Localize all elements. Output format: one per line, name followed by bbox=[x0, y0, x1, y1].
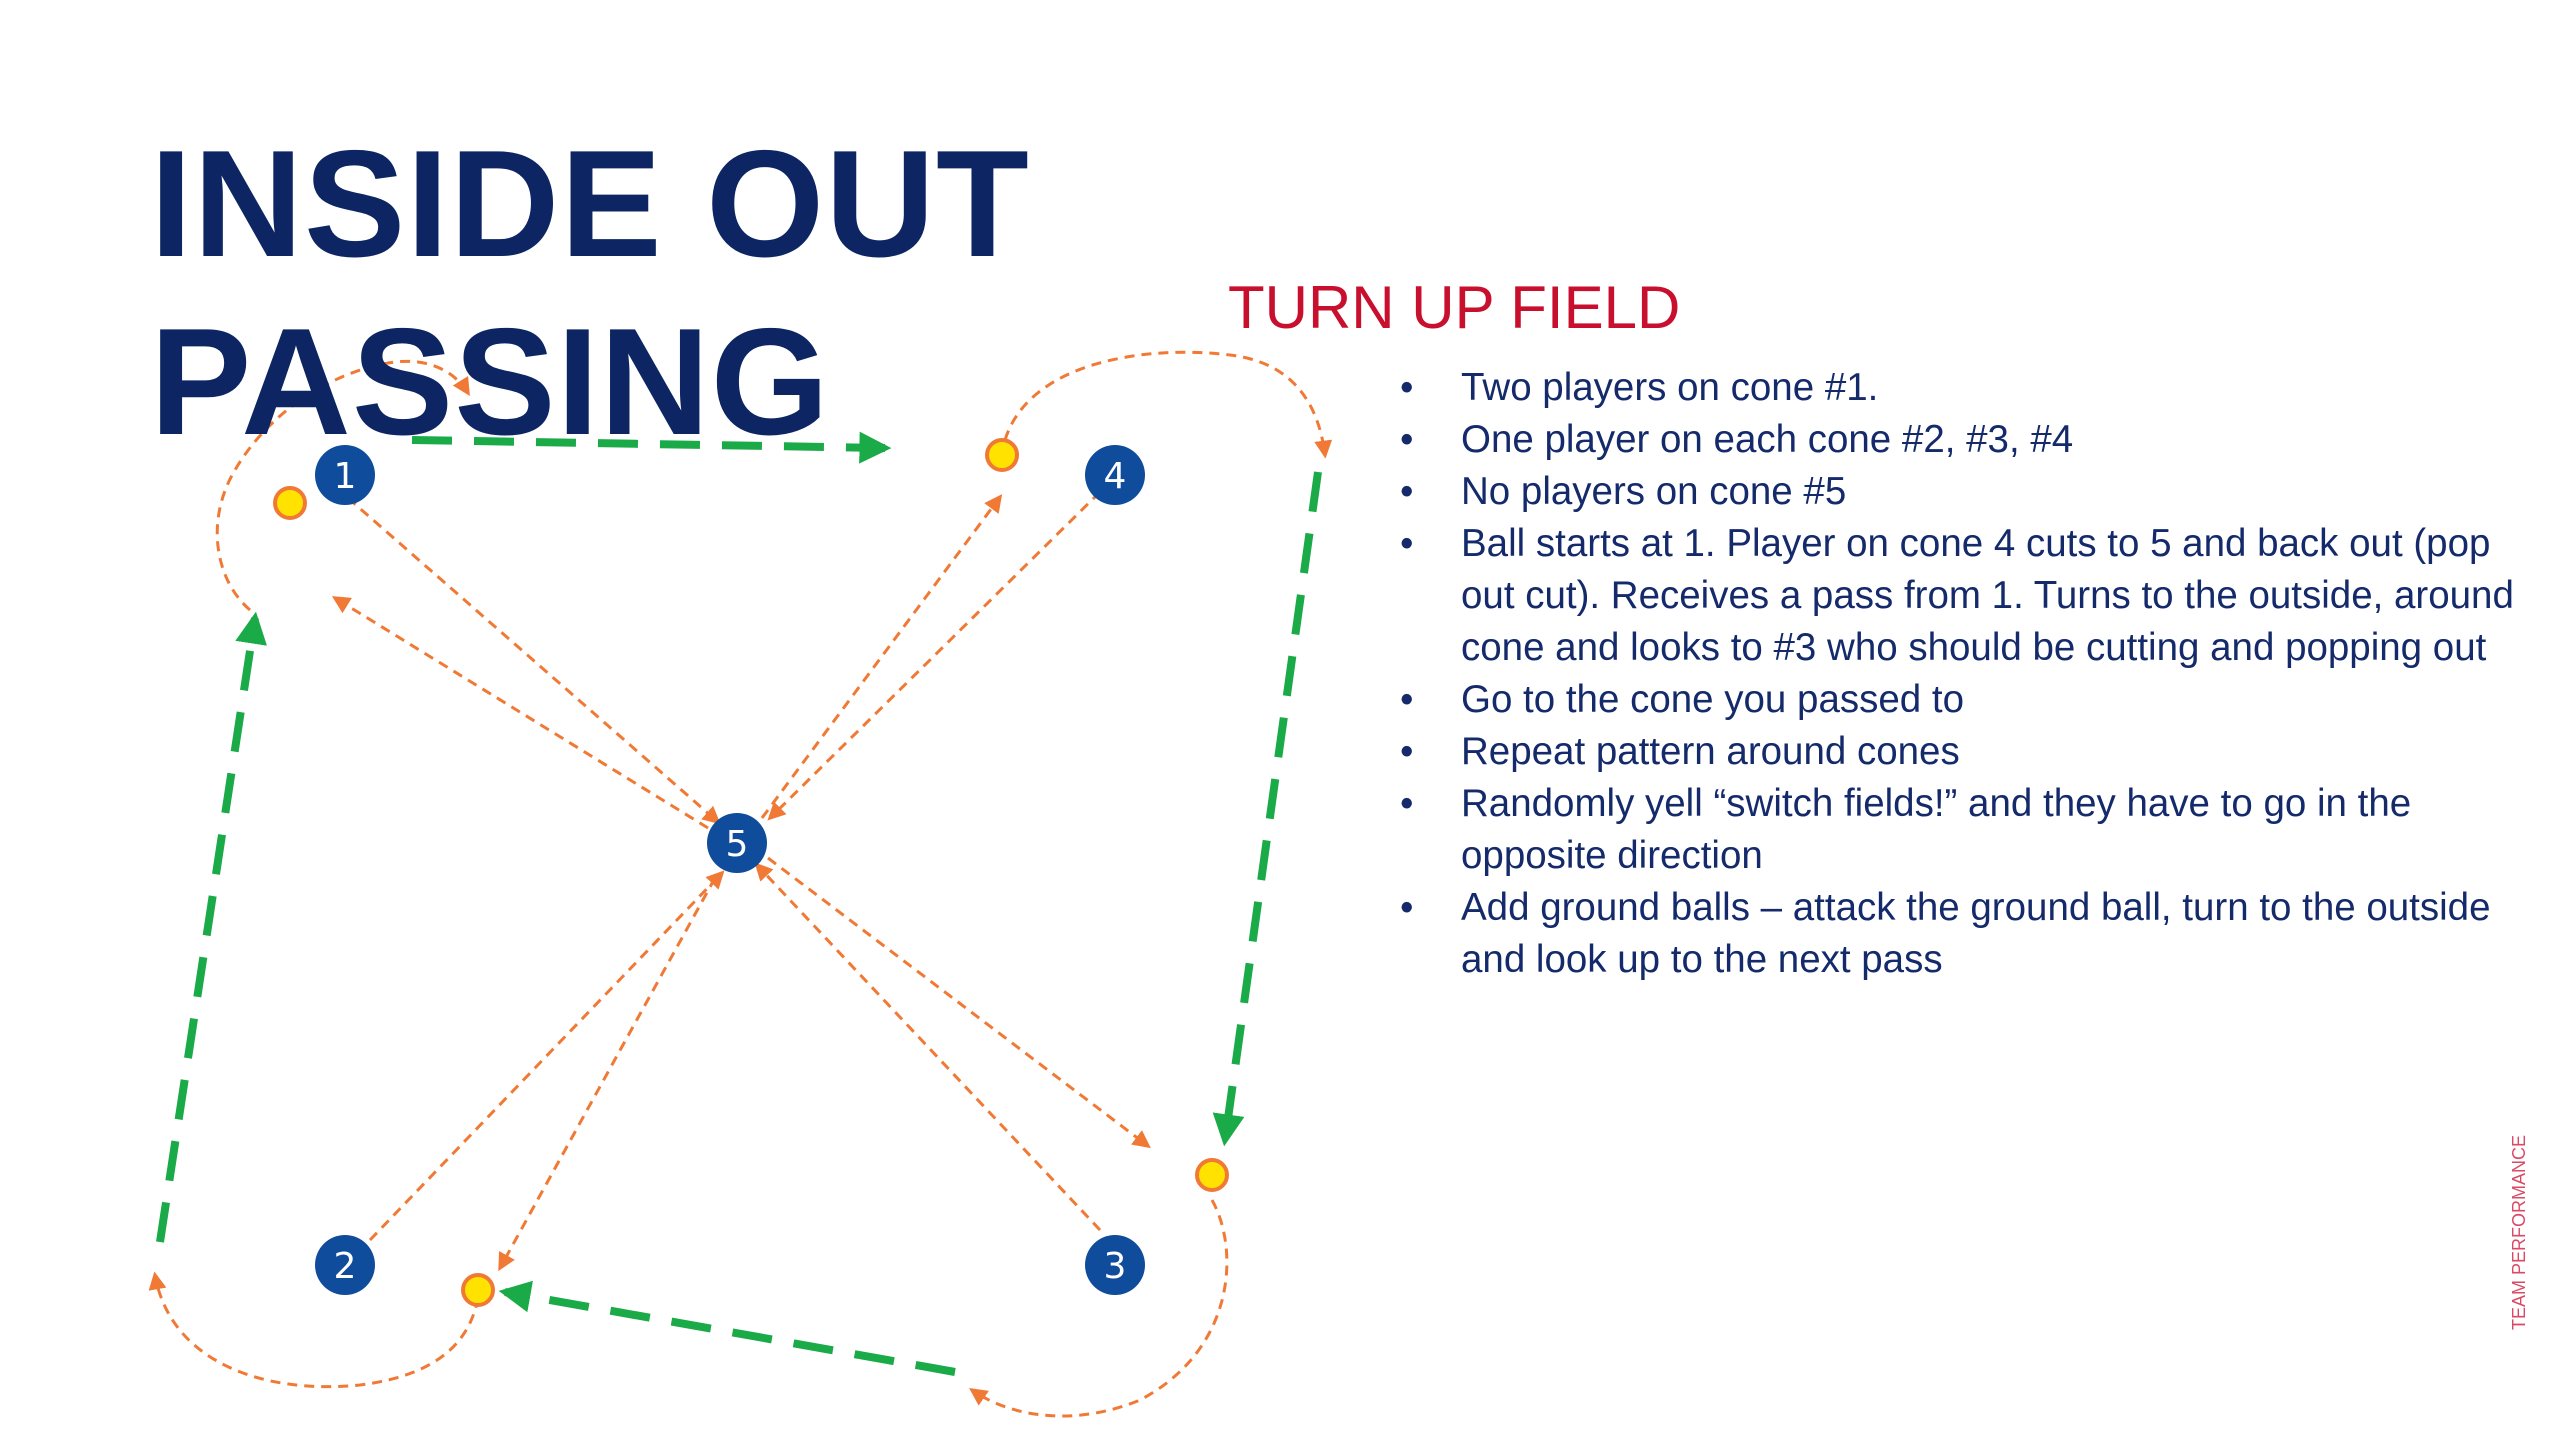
cone-2: 2 bbox=[315, 1235, 375, 1295]
instruction-item: Ball starts at 1. Player on cone 4 cuts … bbox=[1400, 518, 2550, 674]
instruction-item: No players on cone #5 bbox=[1400, 466, 2550, 518]
brand-text: TEAM PERFORMANCE bbox=[2510, 1135, 2529, 1330]
instruction-item: One player on each cone #2, #3, #4 bbox=[1400, 414, 2550, 466]
title-line-1: INSIDE OUT bbox=[150, 119, 1030, 289]
cone-5: 5 bbox=[707, 813, 767, 873]
brand-watermark: TEAM PERFORMANCE bbox=[2510, 1135, 2529, 1330]
title-line-2: PASSING bbox=[150, 297, 830, 467]
pass-2-to-5 bbox=[368, 870, 725, 1242]
pass-5-to-3 bbox=[767, 856, 1151, 1149]
pass-3-to-5 bbox=[754, 862, 1102, 1232]
run-paths bbox=[156, 431, 1322, 1376]
cut-loop-3 bbox=[969, 1199, 1229, 1418]
instruction-item: Add ground balls – attack the ground bal… bbox=[1400, 882, 2550, 986]
yellow-marker-2 bbox=[461, 1273, 495, 1307]
cone-5-label: 5 bbox=[726, 824, 749, 865]
cone-3: 3 bbox=[1085, 1235, 1145, 1295]
run-path-4-to-3 bbox=[1212, 471, 1322, 1147]
cone-3-label: 3 bbox=[1104, 1246, 1127, 1287]
subtitle: TURN UP FIELD bbox=[1228, 274, 1681, 341]
cone-2-label: 2 bbox=[334, 1246, 357, 1287]
run-path-3-to-2 bbox=[498, 1280, 956, 1376]
yellow-marker-4 bbox=[985, 438, 1019, 472]
run-path-2-to-1 bbox=[156, 611, 267, 1243]
pass-paths bbox=[148, 350, 1333, 1418]
yellow-markers bbox=[273, 438, 1229, 1307]
pass-5-to-4 bbox=[760, 494, 1003, 819]
instruction-item: Go to the cone you passed to bbox=[1400, 674, 2550, 726]
cone-4-label: 4 bbox=[1104, 456, 1127, 497]
yellow-marker-1 bbox=[273, 486, 307, 520]
pass-1-to-5 bbox=[347, 496, 721, 825]
pass-5-to-2 bbox=[498, 877, 717, 1272]
instruction-list: Two players on cone #1. One player on ea… bbox=[1400, 362, 2550, 986]
cut-loop-4 bbox=[1003, 350, 1333, 459]
run-path-1-to-4 bbox=[411, 431, 892, 464]
cut-loop-2 bbox=[148, 1271, 480, 1389]
cone-4: 4 bbox=[1085, 445, 1145, 505]
instruction-item: Randomly yell “switch fields!” and they … bbox=[1400, 778, 2550, 882]
pass-5-to-1 bbox=[331, 596, 709, 830]
page-title: INSIDE OUT PASSING bbox=[150, 115, 1030, 471]
yellow-marker-3 bbox=[1195, 1158, 1229, 1192]
cut-loop-1 bbox=[215, 359, 470, 612]
cone-1-label: 1 bbox=[334, 456, 357, 497]
instruction-item: Repeat pattern around cones bbox=[1400, 726, 2550, 778]
pass-4-to-5 bbox=[767, 490, 1102, 821]
cone-1: 1 bbox=[315, 445, 375, 505]
instruction-item: Two players on cone #1. bbox=[1400, 362, 2550, 414]
